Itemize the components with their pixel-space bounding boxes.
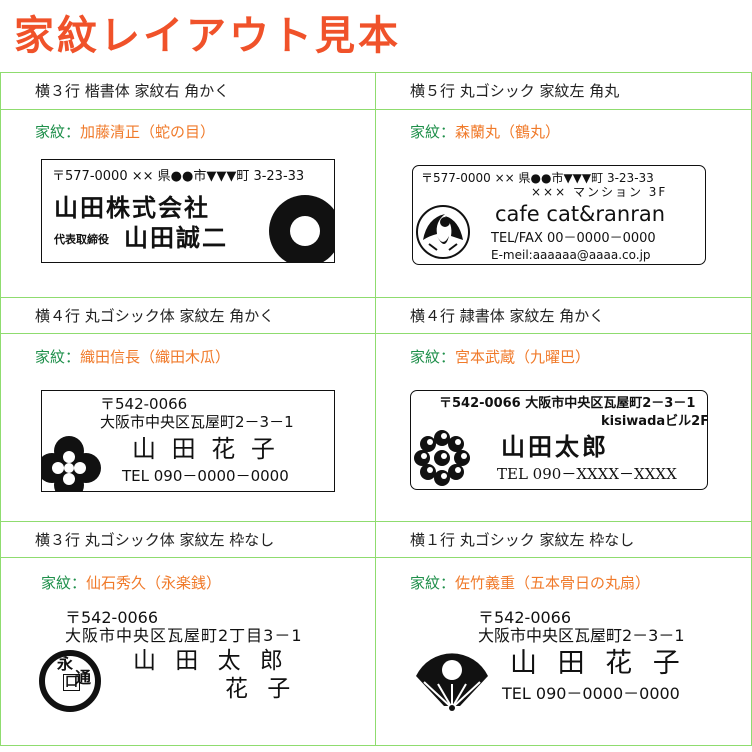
crest-label: 家紋：佐竹義重（五本骨日の丸扇） bbox=[410, 574, 651, 592]
job-title: 代表取締役 bbox=[54, 233, 109, 246]
gohon-bone-hinomaru-fan-crest-icon bbox=[416, 653, 488, 711]
address-line: 〒542-0066 大阪市中央区瓦屋町2－3－1 bbox=[439, 396, 696, 411]
grid-divider bbox=[1, 109, 751, 110]
grid-divider bbox=[1, 297, 751, 298]
janome-crest-icon bbox=[269, 195, 334, 262]
grid-divider bbox=[1, 333, 751, 334]
building-line: kisiwadaビル2F bbox=[601, 414, 708, 429]
company-name: 山田株式会社 bbox=[54, 193, 210, 222]
layout-sample-0: 横３行 楷書体 家紋右 角かく 家紋：加藤清正（蛇の目） 〒577-0000 ×… bbox=[1, 73, 375, 297]
person-name: 山 田 花 子 bbox=[132, 435, 279, 463]
shop-name: cafe cat&ranran bbox=[495, 202, 666, 226]
person-name: 山 田 花 子 bbox=[510, 648, 686, 679]
page-title: 家紋レイアウト見本 bbox=[14, 12, 401, 59]
cell-header: 横５行 丸ゴシック 家紋左 角丸 bbox=[410, 82, 620, 100]
cell-header: 横４行 隷書体 家紋左 角かく bbox=[410, 307, 605, 325]
address-line: 大阪市中央区瓦屋町2－3－1 bbox=[478, 626, 685, 645]
person-name: 山田誠二 bbox=[124, 223, 228, 252]
email-line: E-meil:aaaaaa@aaaa.co.jp bbox=[491, 248, 651, 262]
stamp-preview: 〒542-0066 大阪市中央区瓦屋町2－3－1 山 田 花 子 TEL 090… bbox=[41, 390, 335, 492]
postal-code: 〒542-0066 bbox=[100, 395, 188, 413]
layout-grid: 横３行 楷書体 家紋右 角かく 家紋：加藤清正（蛇の目） 〒577-0000 ×… bbox=[0, 72, 752, 746]
grid-divider bbox=[1, 557, 751, 558]
phone-line: TEL/FAX 00－0000－0000 bbox=[491, 231, 656, 246]
grid-divider-vertical bbox=[375, 73, 376, 745]
address-line: 〒577-0000 ×× 県●●市▼▼▼町 3-23-33 bbox=[52, 169, 305, 184]
person-name: 山田太郎 bbox=[501, 432, 609, 461]
person-name: 山 田 太 郎 bbox=[133, 648, 289, 674]
crest-label: 家紋：加藤清正（蛇の目） bbox=[35, 123, 216, 141]
crest-label: 家紋：仙石秀久（永楽銭） bbox=[41, 574, 222, 592]
stamp-preview: 〒542-0066 大阪市中央区瓦屋町2－3－1 kisiwadaビル2F 山田… bbox=[410, 390, 708, 490]
phone-line: TEL 090－0000－0000 bbox=[122, 467, 289, 485]
stamp-preview: 〒542-0066 大阪市中央区瓦屋町2丁目3－1 山 田 太 郎 花 子 永 … bbox=[37, 606, 357, 740]
layout-sample-1: 横５行 丸ゴシック 家紋左 角丸 家紋：森蘭丸（鶴丸） 〒577-0000 ××… bbox=[376, 73, 751, 297]
phone-line: TEL 090－0000－0000 bbox=[502, 684, 680, 703]
layout-sample-4: 横３行 丸ゴシック体 家紋左 枠なし 家紋：仙石秀久（永楽銭） 〒542-006… bbox=[1, 522, 375, 745]
layout-sample-2: 横４行 丸ゴシック体 家紋左 角かく 家紋：織田信長（織田木瓜） 〒542-00… bbox=[1, 298, 375, 521]
layout-sample-5: 横１行 丸ゴシック 家紋左 枠なし 家紋：佐竹義重（五本骨日の丸扇） 〒542-… bbox=[376, 522, 751, 745]
postal-code: 〒542-0066 bbox=[478, 608, 572, 627]
address-line: 大阪市中央区瓦屋町2－3－1 bbox=[100, 413, 294, 431]
oda-mokko-crest-icon bbox=[42, 436, 101, 491]
layout-sample-3: 横４行 隷書体 家紋左 角かく 家紋：宮本武蔵（九曜巴） 〒542-0066 大… bbox=[376, 298, 751, 521]
tsurumaru-crest-icon bbox=[416, 205, 470, 259]
eiraku-sen-crest-icon: 永 口 通 bbox=[39, 650, 101, 712]
address-line: 〒577-0000 ×× 県●●市▼▼▼町 3-23-33 bbox=[421, 171, 654, 185]
stamp-preview: 〒542-0066 大阪市中央区瓦屋町2－3－1 山 田 花 子 TEL 090… bbox=[412, 606, 742, 740]
cell-header: 横１行 丸ゴシック 家紋左 枠なし bbox=[410, 531, 635, 549]
stamp-preview: 〒577-0000 ×× 県●●市▼▼▼町 3-23-33 ××× マンション … bbox=[412, 165, 706, 265]
crest-label: 家紋：宮本武蔵（九曜巴） bbox=[410, 348, 591, 366]
address-line: 大阪市中央区瓦屋町2丁目3－1 bbox=[65, 626, 303, 645]
cell-header: 横４行 丸ゴシック体 家紋左 角かく bbox=[35, 307, 275, 325]
kuyo-tomoe-crest-icon bbox=[414, 430, 470, 486]
building-line: ××× マンション 3F bbox=[531, 185, 668, 199]
phone-line: TEL 090－XXXX－XXXX bbox=[497, 465, 677, 483]
postal-code: 〒542-0066 bbox=[65, 608, 159, 627]
crest-label: 家紋：織田信長（織田木瓜） bbox=[35, 348, 231, 366]
cell-header: 横３行 丸ゴシック体 家紋左 枠なし bbox=[35, 531, 275, 549]
cell-header: 横３行 楷書体 家紋右 角かく bbox=[35, 82, 230, 100]
person-name-second: 花 子 bbox=[225, 676, 297, 702]
stamp-preview: 〒577-0000 ×× 県●●市▼▼▼町 3-23-33 山田株式会社 代表取… bbox=[41, 159, 335, 263]
grid-divider bbox=[1, 521, 751, 522]
crest-label: 家紋：森蘭丸（鶴丸） bbox=[410, 123, 561, 141]
